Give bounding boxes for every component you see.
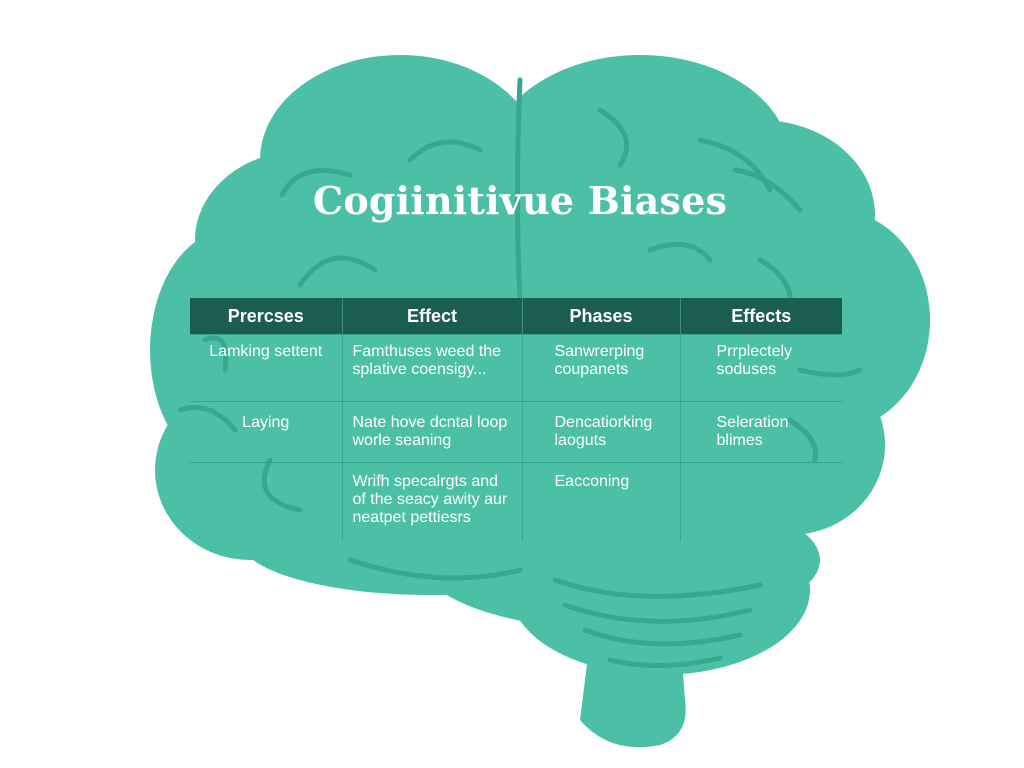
diagram-title: Cogiinitivue Biases bbox=[312, 178, 728, 223]
table-row: Lamking settent Famthuses weed the splat… bbox=[190, 334, 842, 402]
biases-table: Prercses Effect Phases Effects Lamking s… bbox=[190, 298, 842, 541]
table-header-row: Prercses Effect Phases Effects bbox=[190, 298, 842, 335]
table-cell: Prrplectely soduses bbox=[679, 334, 842, 402]
header-cell: Phases bbox=[521, 298, 680, 335]
table-cell: Eacconing bbox=[521, 462, 680, 541]
table-cell: Dencatiorking laoguts bbox=[521, 401, 680, 463]
table-cell: Famthuses weed the splative coensigy... bbox=[341, 334, 522, 402]
table-cell: Sanwrerping coupanets bbox=[521, 334, 680, 402]
table-cell bbox=[679, 462, 842, 541]
table-cell: Wrifh specalrgts and of the seacy awity … bbox=[341, 462, 522, 541]
header-cell: Prercses bbox=[190, 298, 342, 335]
table-cell: Seleration blimes bbox=[679, 401, 842, 463]
table-cell: Laying bbox=[190, 401, 342, 463]
table-cell: Nate hove dcntal loop worle seaning bbox=[341, 401, 522, 463]
table-row: Laying Nate hove dcntal loop worle seani… bbox=[190, 401, 842, 463]
table-row: Wrifh specalrgts and of the seacy awity … bbox=[190, 462, 842, 541]
header-cell: Effects bbox=[679, 298, 842, 335]
table-cell: Lamking settent bbox=[190, 334, 342, 402]
header-cell: Effect bbox=[341, 298, 522, 335]
table-cell bbox=[190, 462, 342, 541]
